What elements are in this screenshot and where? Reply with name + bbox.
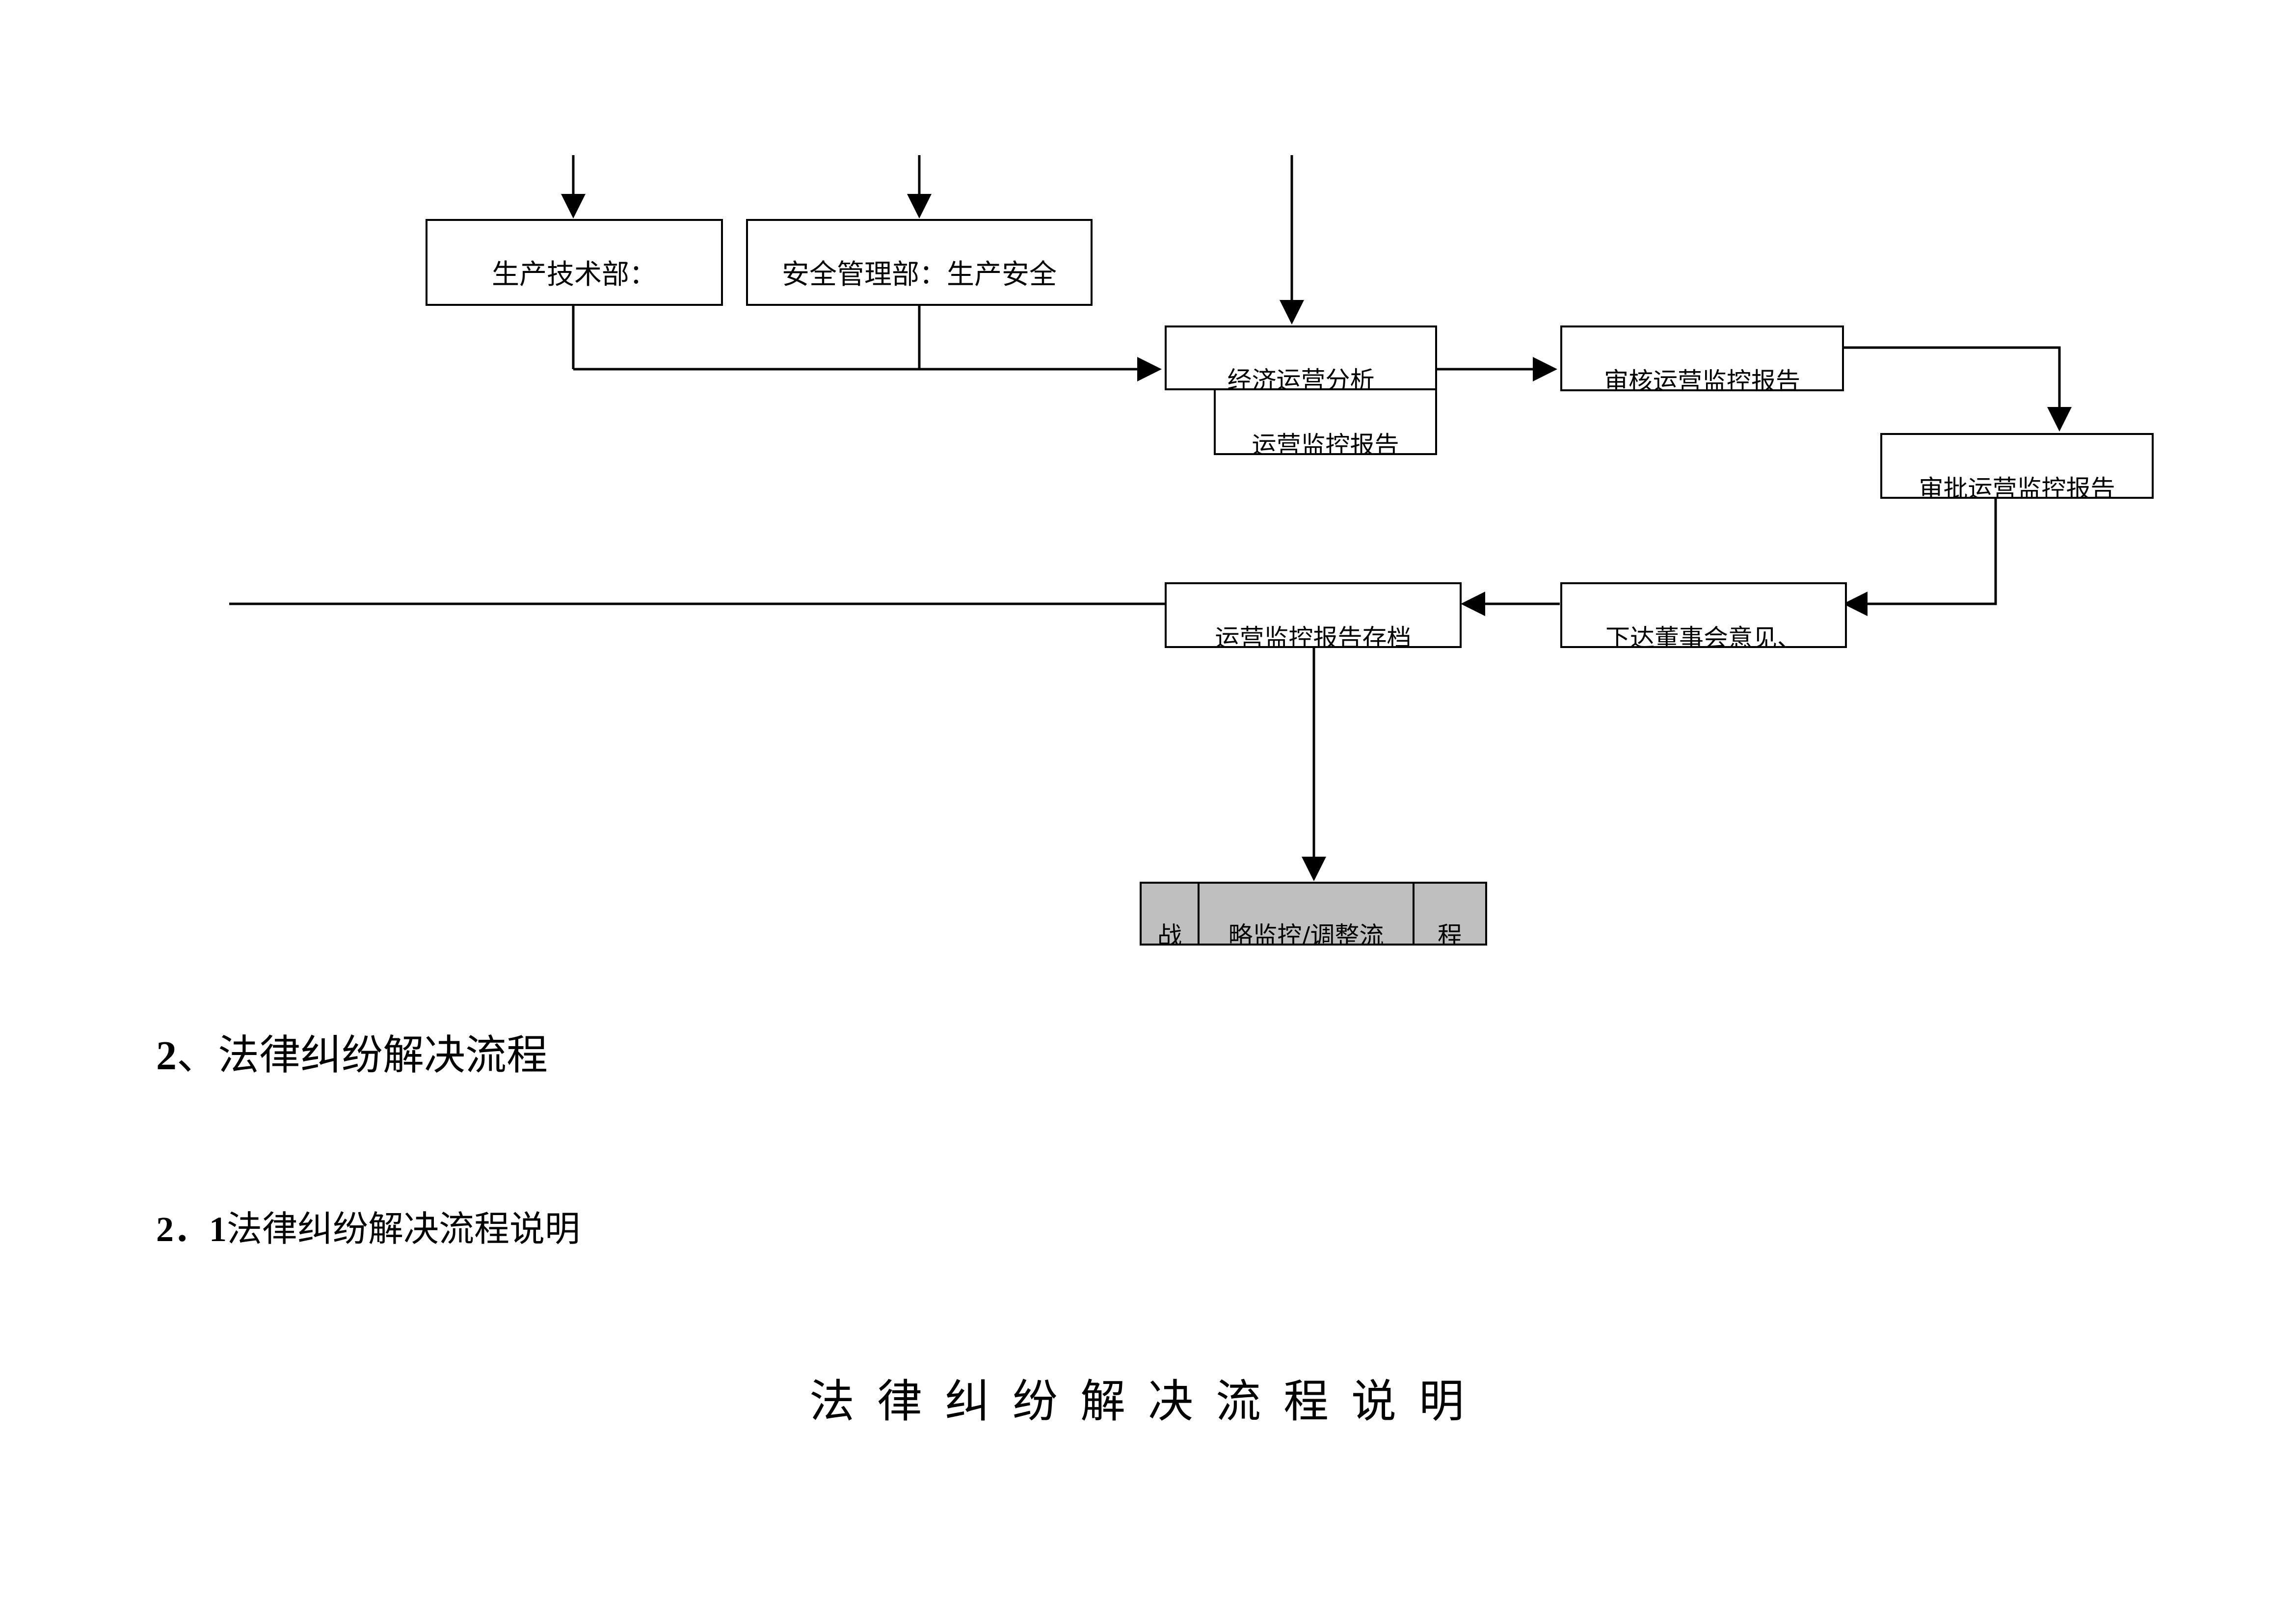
- strategy-bar-left-cell: 战: [1140, 882, 1200, 946]
- strategy-bar-right-label: 程: [1438, 921, 1462, 946]
- arrow-review-to-approve: [1842, 346, 2072, 432]
- box-approve-report: 审批运营监控报告: [1880, 433, 2154, 499]
- strategy-bar: 战 略监控/调整流 程: [1140, 882, 1487, 946]
- table-title: 法律纠纷解决流程说明: [809, 1375, 1487, 1428]
- strategy-bar-middle-cell: 略监控/调整流: [1198, 882, 1415, 946]
- strategy-bar-right-cell: 程: [1413, 882, 1487, 946]
- box-economic-analysis-bottom-label: 运营监控报告: [1252, 431, 1399, 455]
- section-heading-text: 、法律纠纷解决流程: [177, 1031, 548, 1079]
- box-archive-report: 运营监控报告存档: [1165, 582, 1462, 648]
- box-approve-report-label: 审批运营监控报告: [1919, 475, 2115, 499]
- section-subheading: 2．1法律纠纷解决流程说明: [156, 1200, 580, 1251]
- arrow-approve-to-issue: [1843, 499, 1997, 616]
- section-heading-number: 2: [156, 1033, 177, 1079]
- box-review-report: 审核运营监控报告: [1560, 325, 1844, 391]
- box-economic-analysis-top: 经济运营分析: [1165, 325, 1437, 390]
- box-review-report-label: 审核运营监控报告: [1604, 367, 1800, 391]
- strategy-bar-middle-label: 略监控/调整流: [1228, 921, 1384, 946]
- box-archive-report-label: 运营监控报告存档: [1215, 624, 1412, 648]
- box-production-tech: 生产技术部：: [426, 219, 723, 306]
- box-issue-order: 下达董事会意见、: [1560, 582, 1847, 648]
- section-heading: 2、法律纠纷解决流程: [156, 1022, 548, 1082]
- section-subheading-text: 法律纠纷解决流程说明: [227, 1208, 581, 1249]
- box-safety-mgmt-label: 安全管理部：生产安全: [782, 259, 1057, 291]
- box-production-tech-label: 生产技术部：: [492, 259, 657, 291]
- strategy-bar-left-label: 战: [1157, 921, 1182, 946]
- box-economic-analysis-bottom: 运营监控报告: [1214, 388, 1437, 455]
- section-subheading-number: 2．1: [156, 1210, 227, 1249]
- box-safety-mgmt: 安全管理部：生产安全: [746, 219, 1093, 306]
- box-issue-order-label: 下达董事会意见、: [1605, 624, 1802, 648]
- box-economic-analysis-top-label: 经济运营分析: [1227, 366, 1375, 390]
